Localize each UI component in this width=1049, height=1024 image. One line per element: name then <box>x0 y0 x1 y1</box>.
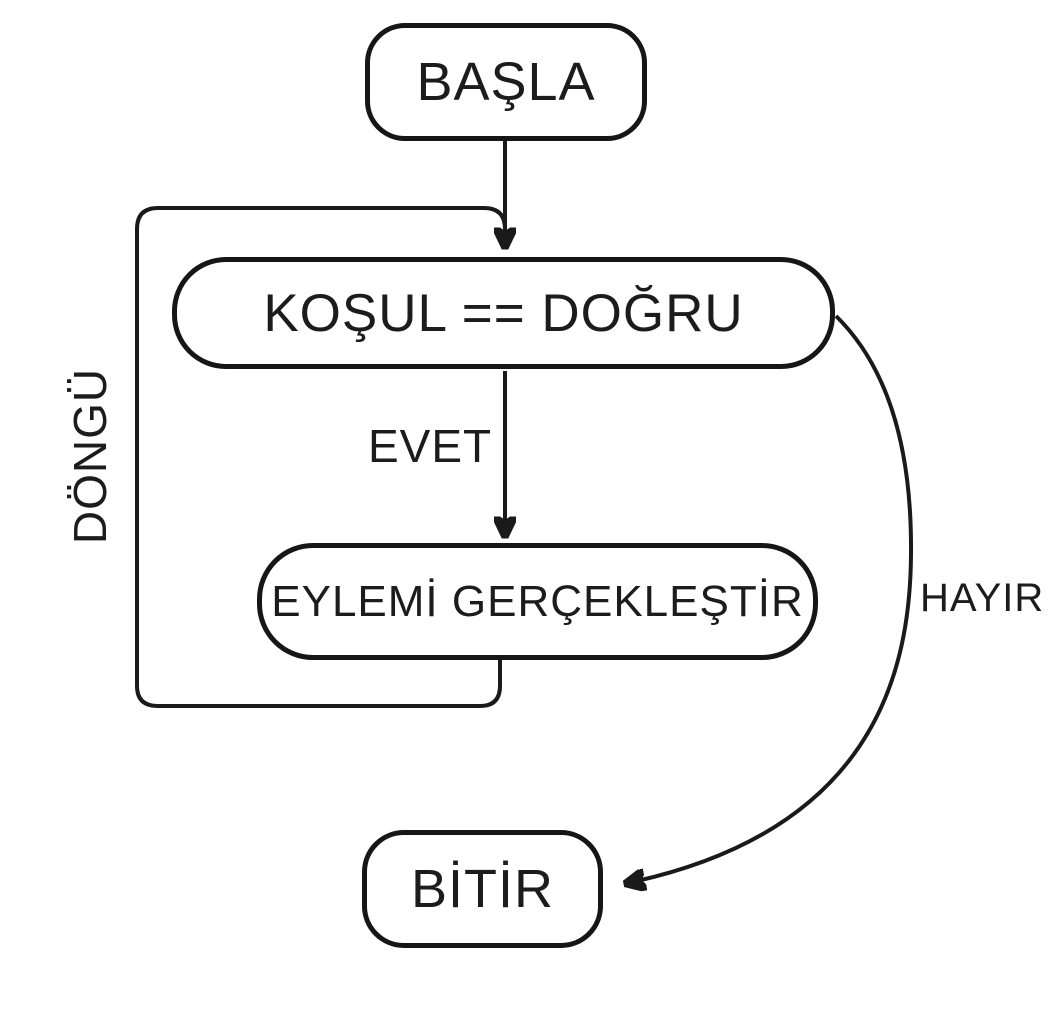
edge-label-yes: EVET <box>368 420 493 472</box>
node-action-label: EYLEMİ GERÇEKLEŞTİR <box>271 576 804 626</box>
node-condition: KOŞUL == DOĞRU <box>172 257 835 369</box>
node-end: BİTİR <box>362 830 603 948</box>
loop-back-line <box>135 206 507 708</box>
node-action: EYLEMİ GERÇEKLEŞTİR <box>257 543 818 660</box>
node-start: BAŞLA <box>365 23 647 141</box>
node-end-label: BİTİR <box>410 859 554 919</box>
edge-condition-to-end-curve <box>628 314 914 883</box>
node-start-label: BAŞLA <box>416 52 596 112</box>
edge-label-no: HAYIR <box>920 576 1045 620</box>
edge-label-loop: DÖNGÜ <box>64 367 116 545</box>
node-condition-label: KOŞUL == DOĞRU <box>263 283 744 343</box>
